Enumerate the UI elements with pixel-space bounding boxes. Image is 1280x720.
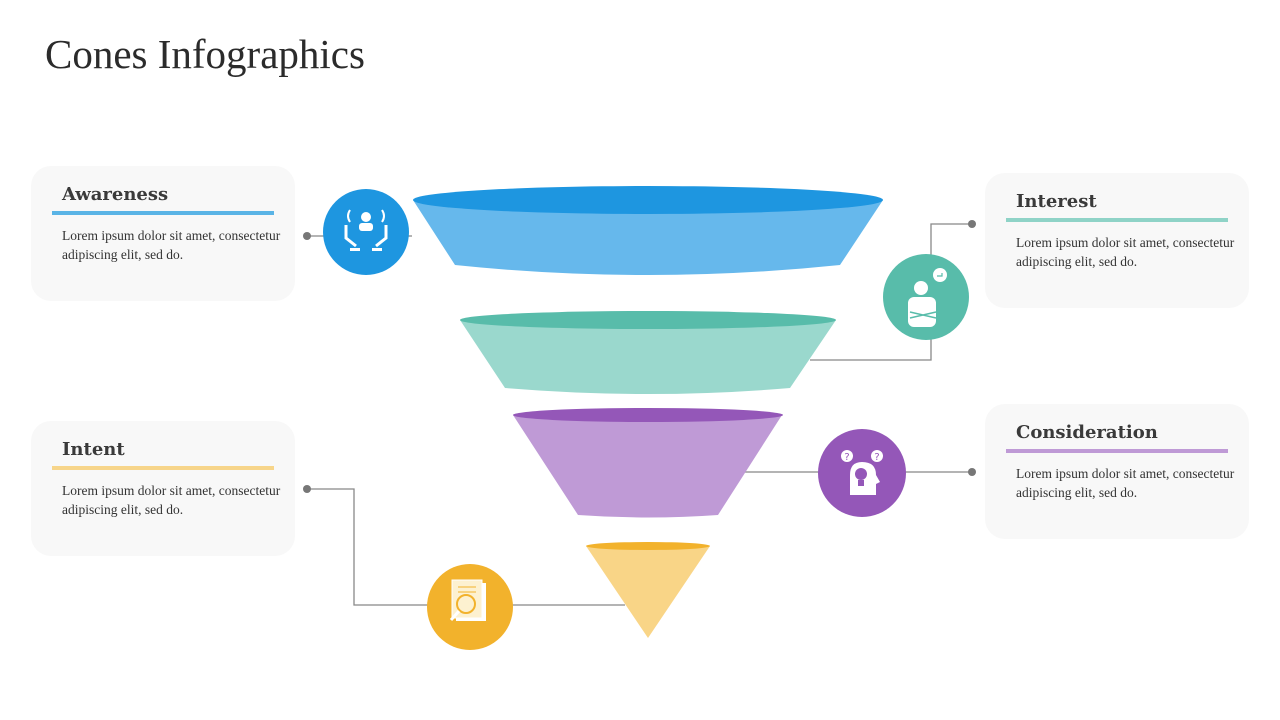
card-underline [52,211,274,215]
head-lightbulb-question-icon: ? ? [818,429,906,517]
card-consideration: Consideration Lorem ipsum dolor sit amet… [985,404,1249,539]
person-thumbs-up-icon [883,254,969,340]
card-awareness: Awareness Lorem ipsum dolor sit amet, co… [31,166,295,301]
document-search-icon [427,564,513,650]
card-text: Lorem ipsum dolor sit amet, consectetur … [1016,466,1235,500]
svg-text:?: ? [874,452,879,463]
cone-consideration [513,408,783,518]
card-title: Awareness [62,184,169,205]
connector-dots [303,220,976,493]
card-text: Lorem ipsum dolor sit amet, consectetur … [62,228,281,262]
cone-intent [586,542,710,638]
hands-person-icon [323,189,409,275]
cone-interest [460,311,836,394]
card-title: Intent [62,439,125,460]
card-interest: Interest Lorem ipsum dolor sit amet, con… [985,173,1249,308]
card-intent: Intent Lorem ipsum dolor sit amet, conse… [31,421,295,556]
card-underline [1006,218,1228,222]
card-title: Consideration [1016,422,1158,443]
cone-awareness [413,186,883,275]
card-underline [1006,449,1228,453]
svg-text:?: ? [844,452,849,463]
card-text: Lorem ipsum dolor sit amet, consectetur … [1016,235,1235,269]
card-text: Lorem ipsum dolor sit amet, consectetur … [62,483,281,517]
card-title: Interest [1016,191,1097,212]
card-underline [52,466,274,470]
page-title: Cones Infographics [45,31,365,77]
